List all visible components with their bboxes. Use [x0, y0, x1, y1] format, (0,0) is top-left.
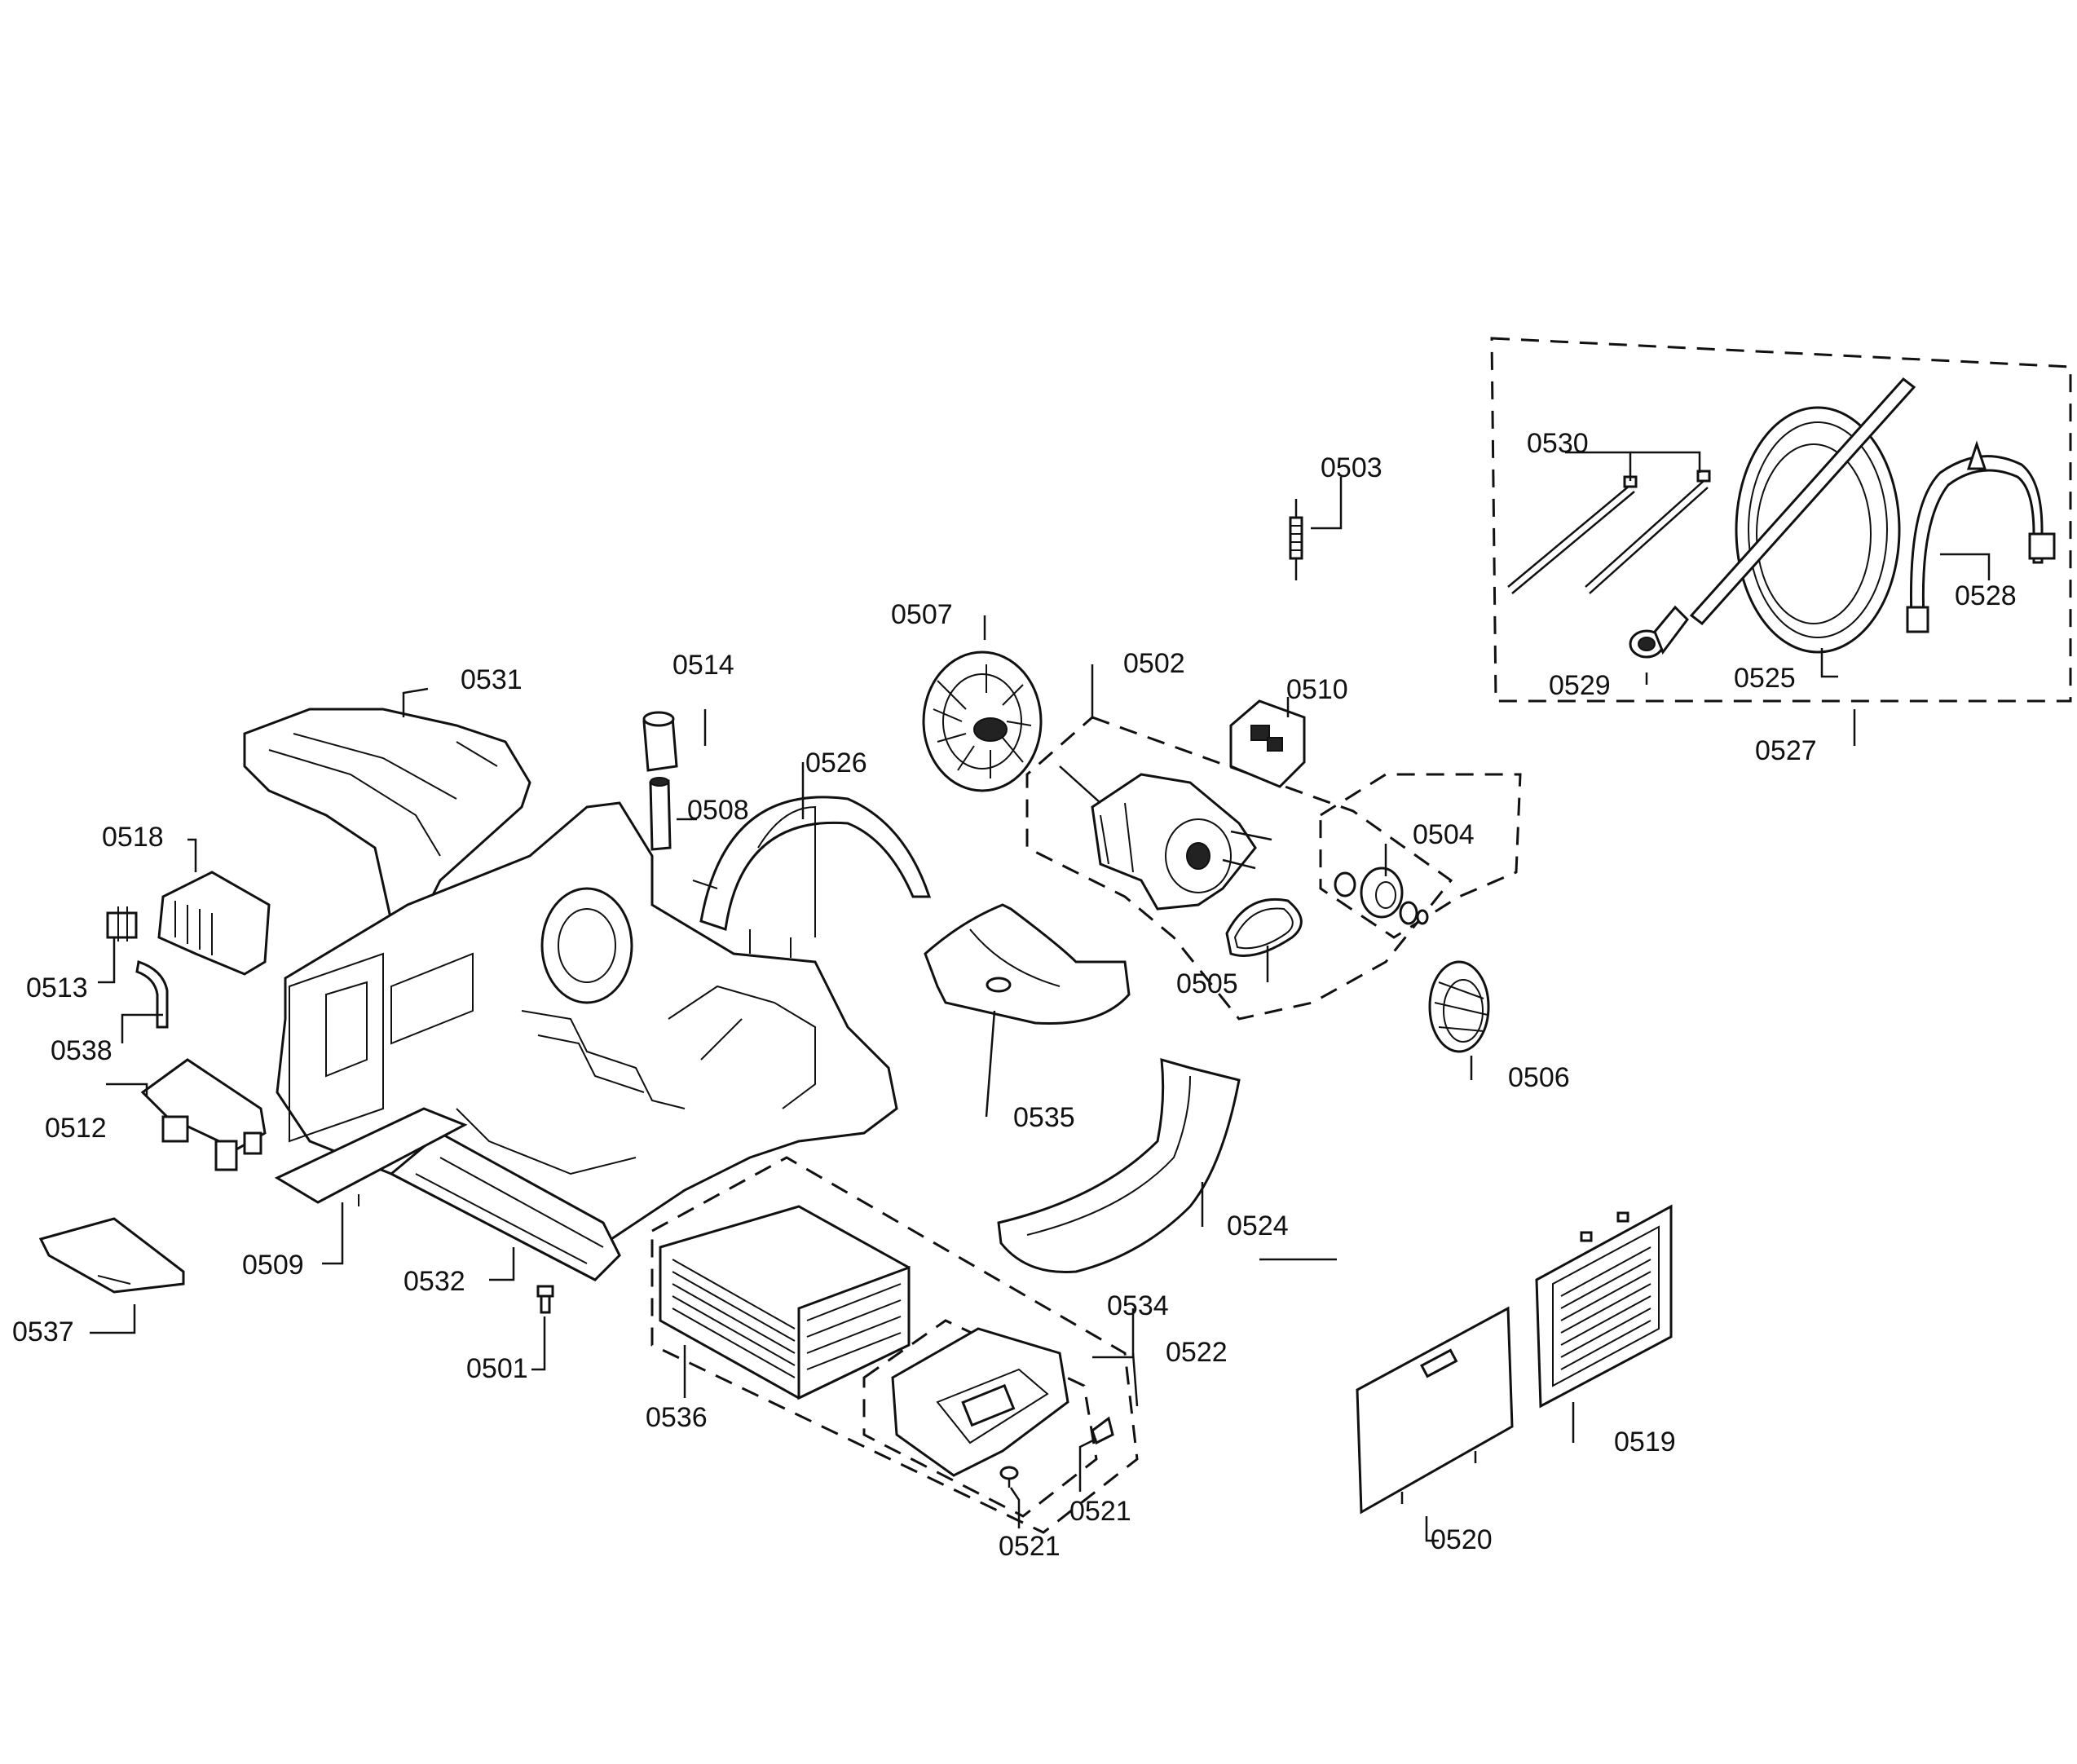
box-0510 [1229, 699, 1306, 788]
impeller-0506 [1428, 960, 1490, 1053]
pulley-set-0504 [1334, 867, 1429, 925]
label-0534: 0534 [1107, 1290, 1169, 1321]
shroud-0526 [692, 796, 932, 958]
bracket-0528 [1906, 440, 2056, 633]
label-0514: 0514 [672, 650, 734, 681]
heat-exchanger-0536 [659, 1205, 911, 1400]
spring-0503 [1289, 499, 1303, 580]
clip-0513 [106, 906, 138, 942]
label-0530: 0530 [1527, 428, 1589, 459]
belt-0505 [1225, 897, 1303, 957]
coiled-hose-0525 [1689, 377, 1916, 654]
label-0529: 0529 [1549, 670, 1611, 701]
label-0508: 0508 [687, 795, 749, 826]
cover-sheet-0537 [38, 1217, 185, 1294]
label-0536: 0536 [646, 1402, 708, 1433]
leader-lines [90, 451, 1991, 1542]
label-0501: 0501 [466, 1353, 528, 1384]
hose-0538 [135, 960, 169, 1029]
adapter-0529 [1629, 605, 1689, 659]
label-0503: 0503 [1321, 452, 1382, 483]
label-0520: 0520 [1431, 1524, 1493, 1555]
label-0519: 0519 [1614, 1427, 1676, 1458]
group-box-0504 [1319, 773, 1522, 939]
label-0507: 0507 [891, 599, 953, 630]
label-0521-left: 0521 [999, 1531, 1061, 1562]
label-0532: 0532 [403, 1266, 465, 1297]
label-0524: 0524 [1227, 1211, 1289, 1241]
base-housing [243, 708, 898, 1281]
label-0535: 0535 [1013, 1102, 1075, 1133]
label-0525: 0525 [1734, 663, 1796, 694]
label-0509: 0509 [242, 1250, 304, 1281]
motor-0502 [1059, 765, 1272, 911]
label-0513: 0513 [26, 972, 88, 1003]
label-0527: 0527 [1755, 735, 1817, 766]
label-0538: 0538 [51, 1035, 112, 1066]
group-box-0502 [1025, 716, 1453, 1021]
clip-0521-left [999, 1466, 1019, 1488]
fan-wheel-0507 [922, 650, 1043, 792]
group-box-0522 [650, 1156, 1139, 1534]
screw-0501 [536, 1285, 554, 1314]
label-0504: 0504 [1413, 819, 1475, 850]
label-0528: 0528 [1955, 580, 2017, 611]
label-0522: 0522 [1166, 1337, 1228, 1368]
door-panel-0520 [1356, 1306, 1514, 1515]
label-0526: 0526 [805, 747, 867, 778]
curved-cover-0535 [924, 903, 1131, 1025]
label-0506: 0506 [1508, 1062, 1570, 1093]
pump-0512 [140, 1058, 267, 1171]
group-box-0534 [862, 1319, 1098, 1518]
ribbed-block-0518 [157, 871, 271, 976]
label-0537: 0537 [12, 1316, 74, 1347]
label-0521-right: 0521 [1069, 1496, 1131, 1527]
rod-0508 [649, 777, 672, 851]
cylinder-0514 [642, 711, 678, 772]
label-0518: 0518 [102, 822, 164, 853]
label-0512: 0512 [45, 1113, 107, 1144]
cable-ties-0530 [1507, 470, 1711, 594]
label-0531: 0531 [461, 664, 523, 695]
label-0510: 0510 [1286, 674, 1348, 705]
grille-0519 [1535, 1204, 1673, 1409]
label-0505: 0505 [1176, 968, 1238, 999]
label-0502: 0502 [1123, 648, 1185, 679]
group-box-0527 [1490, 337, 2072, 703]
filter-tray-0534 [891, 1327, 1069, 1477]
plate-0509 [274, 1107, 468, 1206]
part-labels: 0503 0530 0507 0502 0510 0529 0525 0528 … [12, 428, 2017, 1562]
arc-seal-0524 [997, 1057, 1241, 1274]
